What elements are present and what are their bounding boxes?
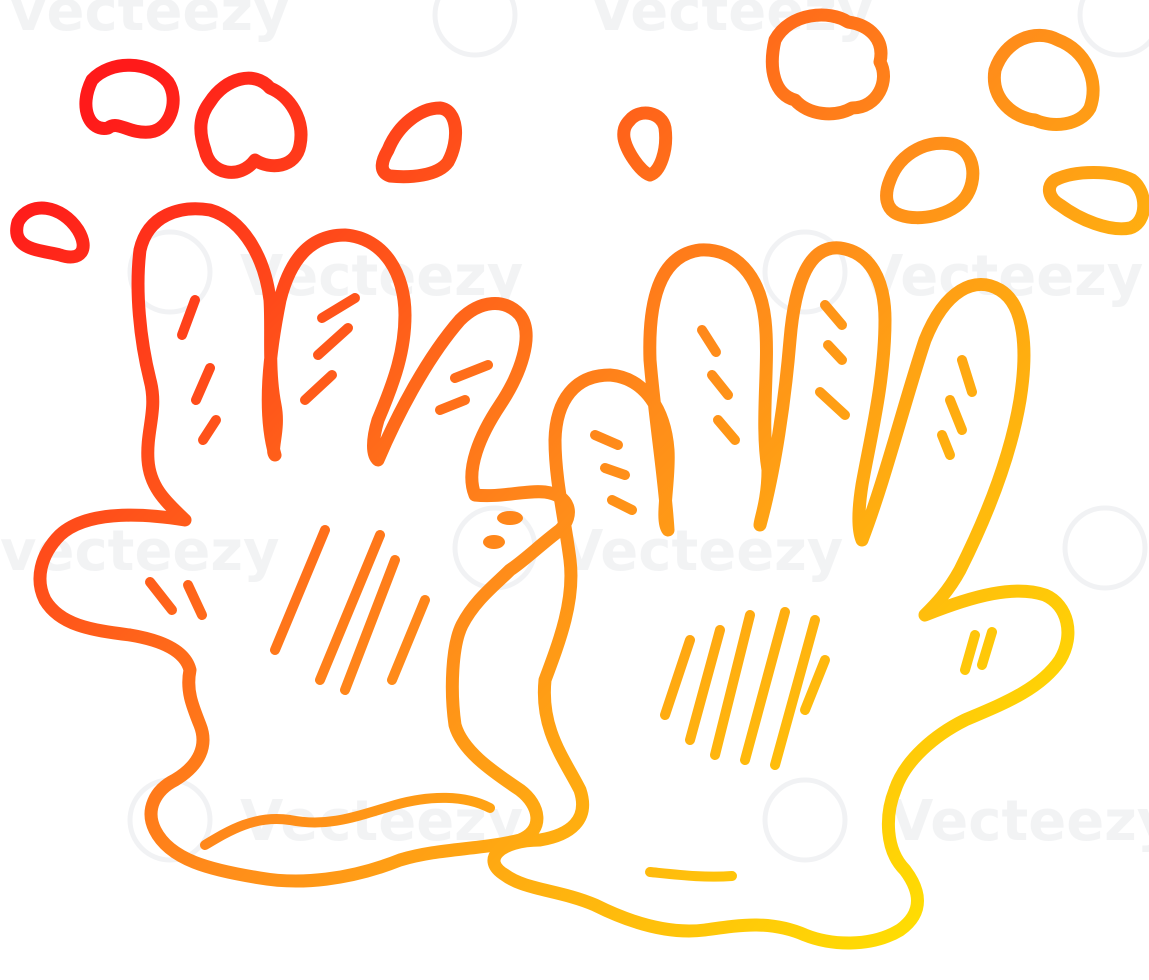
finger-crease	[191, 363, 215, 405]
watermark-text: Vecteezy	[560, 519, 843, 584]
finger-crease	[450, 360, 493, 383]
finger-crease	[713, 415, 740, 445]
thumb-crease	[183, 580, 207, 620]
finger-crease	[313, 323, 353, 360]
finger-crease	[300, 370, 337, 405]
right-glove	[487, 241, 1075, 950]
palm-crease	[770, 615, 820, 770]
thumb-crease	[145, 577, 177, 615]
watermark-logo-icon	[1062, 505, 1148, 591]
palm-crease	[340, 555, 400, 695]
right-glove-outline	[487, 241, 1075, 950]
finger-crease	[177, 295, 200, 340]
watermark-logo-icon	[762, 777, 848, 863]
watermark-text: Vecteezy	[590, 0, 873, 44]
cuff-edge	[645, 867, 737, 882]
palm-crease	[685, 625, 725, 745]
palm-crease	[387, 595, 430, 685]
finger-crease	[697, 325, 721, 357]
droplet-icon	[1042, 166, 1149, 236]
thumb-crease	[977, 627, 997, 670]
finger-crease	[937, 430, 955, 460]
palm-crease	[710, 610, 755, 760]
palm-crease	[315, 530, 385, 685]
droplet-icon	[10, 201, 90, 264]
droplet-icon	[194, 71, 308, 179]
watermark-text: Vecteezy	[890, 789, 1149, 854]
cuff-edge	[200, 792, 495, 850]
finger-crease	[945, 395, 967, 435]
splash-droplets	[10, 8, 1149, 264]
finger-crease	[957, 355, 977, 397]
droplet-icon	[987, 29, 1100, 131]
palm-crease	[740, 607, 790, 765]
thumb-crease	[960, 630, 980, 675]
droplet-icon	[79, 58, 180, 139]
watermark-layer: vecteezy Vecteezy Vecteezy Vecteezy vect…	[0, 0, 1149, 863]
droplet-icon	[880, 136, 980, 225]
finger-crease	[823, 340, 847, 365]
watermark-logo-icon	[432, 0, 518, 58]
finger-crease	[600, 463, 630, 480]
seam-dot	[497, 511, 523, 525]
finger-crease	[707, 370, 733, 400]
watermark-logo-icon	[127, 229, 213, 315]
droplet-icon	[617, 106, 673, 182]
finger-crease	[198, 415, 221, 445]
palm-crease	[270, 525, 330, 655]
watermark-text: vecteezy	[10, 0, 290, 44]
finger-crease	[435, 395, 470, 415]
watermark-logo-icon	[1077, 0, 1149, 58]
finger-crease	[607, 495, 637, 515]
seam-dot	[483, 535, 505, 549]
finger-crease	[820, 300, 847, 330]
left-glove	[33, 202, 575, 888]
palm-crease	[660, 635, 695, 720]
palm-crease	[800, 655, 830, 715]
droplet-icon	[375, 101, 463, 184]
finger-crease	[815, 387, 850, 420]
watermark-logo-icon	[762, 229, 848, 315]
droplet-icon	[765, 8, 890, 121]
finger-crease	[590, 430, 623, 450]
left-glove-outline	[33, 202, 575, 888]
finger-crease	[317, 293, 360, 323]
